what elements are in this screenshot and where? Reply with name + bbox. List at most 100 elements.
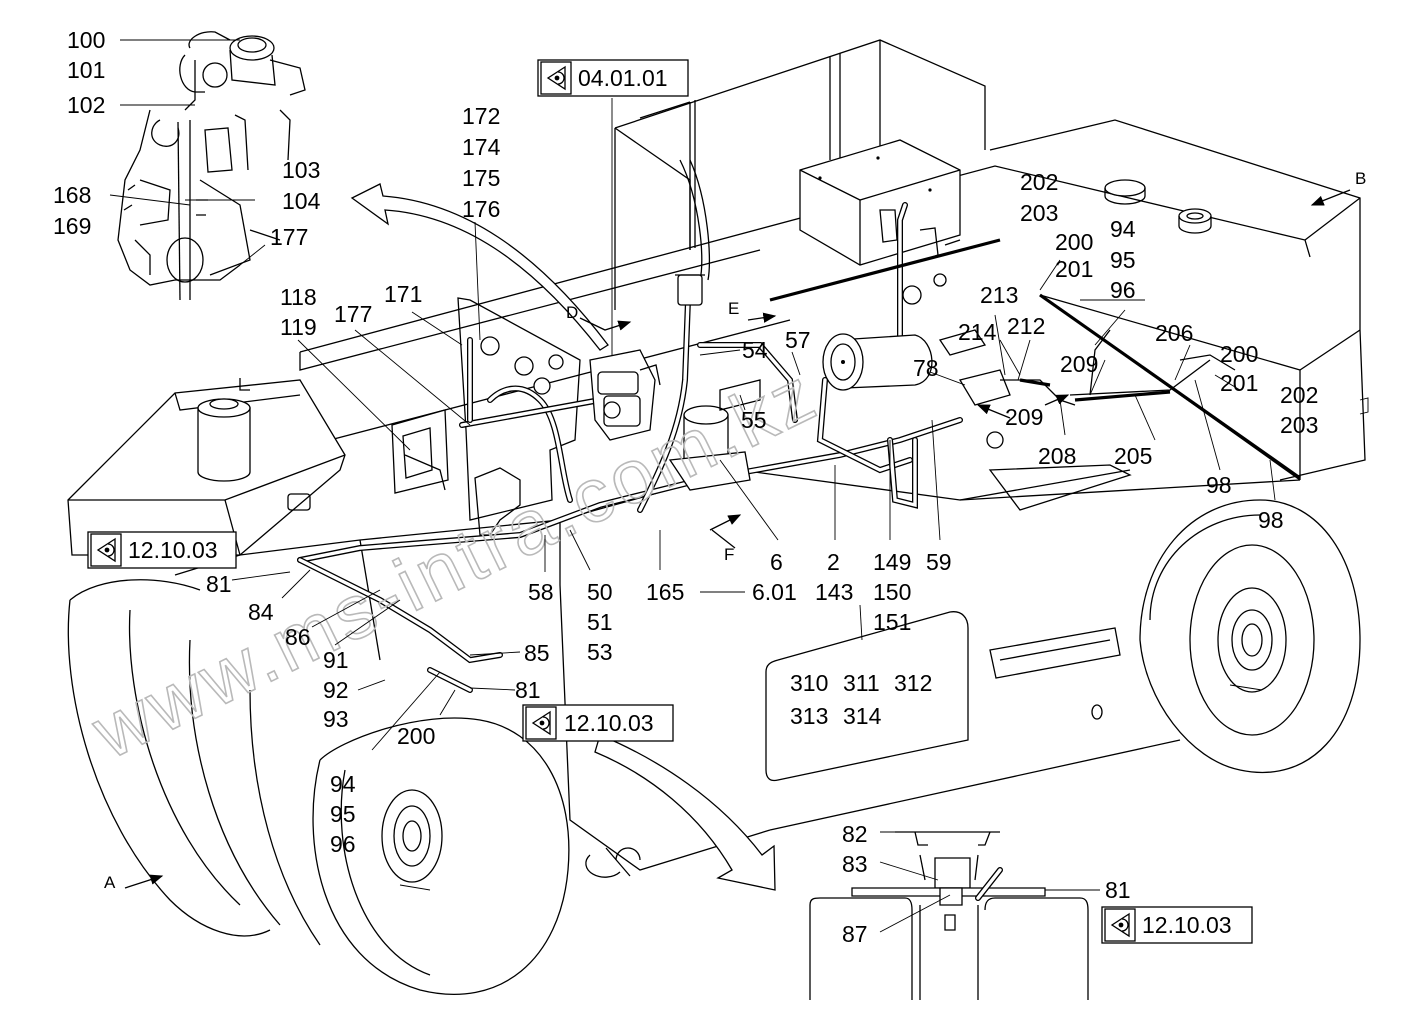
ref-box-12-10-03-center[interactable]: 12.10.03 — [522, 704, 674, 742]
view-label-e: E — [728, 299, 739, 318]
engine-inset — [117, 31, 306, 301]
part-label: 51 — [587, 609, 613, 635]
part-label: 102 — [67, 92, 105, 118]
part-label: 53 — [587, 639, 613, 665]
part-label: 87 — [842, 921, 868, 947]
part-label: 58 — [528, 579, 554, 605]
part-label: 95 — [1110, 247, 1136, 273]
part-label: 81 — [515, 677, 541, 703]
view-label-f: F — [724, 545, 734, 564]
part-label: 94 — [1110, 216, 1136, 242]
part-label: 313 — [790, 703, 828, 729]
part-label: 103 — [282, 157, 320, 183]
part-label: 85 — [524, 640, 550, 666]
part-label: 92 — [323, 677, 349, 703]
part-label: 202 — [1020, 169, 1058, 195]
part-label: 174 — [462, 134, 501, 160]
part-label: 208 — [1038, 443, 1076, 469]
part-label: 310 — [790, 670, 828, 696]
part-label: 200 — [1220, 341, 1258, 367]
part-label: 200 — [1055, 229, 1093, 255]
part-label: 54 — [742, 337, 768, 363]
part-label: 150 — [873, 579, 911, 605]
detail-inset — [809, 831, 1089, 1000]
ref-text: 12.10.03 — [564, 710, 654, 736]
part-label: 169 — [53, 213, 91, 239]
view-label-d: D — [566, 303, 578, 322]
part-labels: 100 101 102 103 104 168 169 177 172 174 … — [53, 27, 1318, 947]
part-label: 312 — [894, 670, 932, 696]
ref-box-04-01-01[interactable]: 04.01.01 — [537, 59, 689, 97]
ref-box-12-10-03-inset[interactable]: 12.10.03 — [1101, 906, 1253, 944]
ref-text: 12.10.03 — [128, 537, 218, 563]
ref-text: 04.01.01 — [578, 65, 668, 91]
view-markers: B A D E F — [104, 169, 1366, 892]
part-label: 209 — [1060, 351, 1098, 377]
part-label: 91 — [323, 647, 349, 673]
part-label: 104 — [282, 188, 321, 214]
part-label: 172 — [462, 103, 500, 129]
part-label: 202 — [1280, 382, 1318, 408]
part-label: 101 — [67, 57, 105, 83]
part-label: 82 — [842, 821, 868, 847]
part-label: 81 — [206, 571, 232, 597]
part-label: 95 — [330, 801, 356, 827]
transfer-arrows — [350, 183, 776, 891]
part-label: 96 — [330, 831, 356, 857]
wheels — [67, 499, 1361, 995]
part-label: 2 — [827, 549, 840, 575]
part-label: 143 — [815, 579, 853, 605]
ref-text: 12.10.03 — [1142, 912, 1232, 938]
part-label: 96 — [1110, 277, 1136, 303]
hoses-and-pipes — [297, 159, 1301, 693]
part-label: 100 — [67, 27, 105, 53]
part-label: 203 — [1280, 412, 1318, 438]
part-label: 84 — [248, 599, 274, 625]
part-label: 57 — [785, 327, 811, 353]
part-label: 213 — [980, 282, 1018, 308]
part-label: 212 — [1007, 313, 1045, 339]
part-label: 200 — [397, 723, 435, 749]
part-label: 81 — [1105, 877, 1131, 903]
part-label: 86 — [285, 624, 311, 650]
components — [589, 209, 1011, 491]
part-label: 59 — [926, 549, 952, 575]
part-label: 98 — [1206, 472, 1232, 498]
part-label: 314 — [843, 703, 882, 729]
ref-box-12-10-03-left[interactable]: 12.10.03 — [87, 531, 237, 569]
part-label: 205 — [1114, 443, 1152, 469]
part-label: 176 — [462, 196, 500, 222]
part-label: 165 — [646, 579, 684, 605]
part-label: 149 — [873, 549, 911, 575]
part-label: 201 — [1055, 256, 1093, 282]
part-label: 94 — [330, 771, 356, 797]
part-label: 209 — [1005, 404, 1043, 430]
part-label: 6 — [770, 549, 783, 575]
leader-lines — [109, 39, 1276, 933]
label-panel — [765, 611, 969, 782]
part-label: 171 — [384, 281, 422, 307]
part-label: 177 — [270, 224, 308, 250]
part-label: 311 — [843, 670, 880, 696]
part-label: 119 — [280, 314, 317, 340]
part-label: 83 — [842, 851, 868, 877]
part-label: 151 — [873, 609, 911, 635]
part-label: 201 — [1220, 370, 1258, 396]
part-label: 177 — [334, 301, 372, 327]
part-label: 93 — [323, 706, 349, 732]
part-label: 168 — [53, 182, 91, 208]
part-label: 206 — [1155, 320, 1193, 346]
part-label: 98 — [1258, 507, 1284, 533]
view-label-a: A — [104, 873, 116, 892]
part-label: 55 — [741, 407, 767, 433]
part-label: 78 — [913, 355, 939, 381]
part-label: 50 — [587, 579, 613, 605]
part-label: 6.01 — [752, 579, 797, 605]
view-label-b: B — [1355, 169, 1366, 188]
part-label: 118 — [280, 284, 317, 310]
machine-body — [67, 39, 1369, 878]
part-label: 175 — [462, 165, 500, 191]
part-label: 203 — [1020, 200, 1058, 226]
part-label: 214 — [958, 319, 997, 345]
